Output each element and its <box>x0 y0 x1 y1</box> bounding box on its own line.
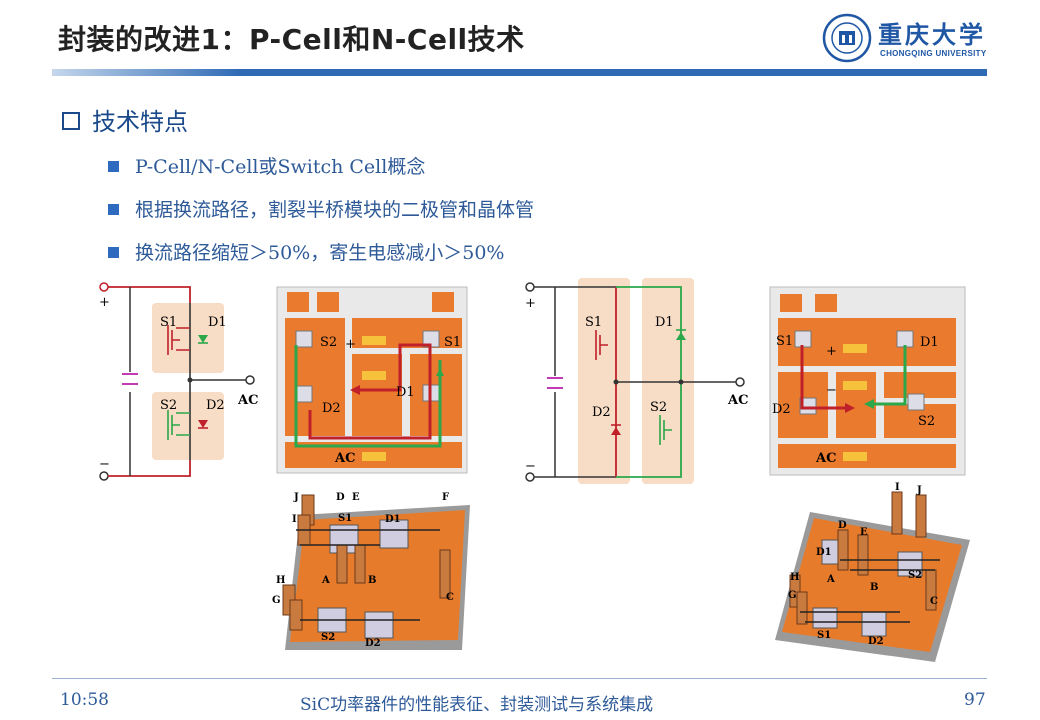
bullet-1: P-Cell/N-Cell或Switch Cell概念 <box>108 152 425 179</box>
right-d2-label: D2 <box>592 405 611 420</box>
section-heading: 技术特点 <box>62 102 188 137</box>
right-schematic: + − S1 D1 D2 S2 AC <box>525 278 748 484</box>
square-bullet-icon <box>108 247 119 258</box>
3d-s2: S2 <box>321 632 335 643</box>
3d-h: H <box>276 575 285 586</box>
3d-d1: D1 <box>385 514 401 525</box>
left-3d-module: J I D E F S1 D1 A B C H G S2 D2 <box>272 492 470 650</box>
right-s2-label: S2 <box>650 400 667 415</box>
3d-c: C <box>446 592 454 603</box>
r3d-d2: D2 <box>868 636 884 647</box>
rlayout-d2-label: D2 <box>772 402 791 417</box>
right-s1-label: S1 <box>585 315 602 330</box>
3d-d2: D2 <box>365 638 381 649</box>
footer-title: SiC功率器件的性能表征、封装测试与系统集成 <box>300 695 654 715</box>
layout-ac-label: AC <box>334 451 355 466</box>
right-3d-module: I J D E D1 S2 A B C H G S1 D2 <box>775 482 970 662</box>
r3d-d: D <box>838 520 847 531</box>
bullet-2: 根据换流路径，割裂半桥模块的二极管和晶体管 <box>108 195 534 222</box>
r3d-j: J <box>916 485 922 496</box>
right-plus-label: + <box>525 296 536 311</box>
r3d-s2: S2 <box>908 570 922 581</box>
r3d-g: G <box>788 590 797 601</box>
r3d-s1: S1 <box>817 630 831 641</box>
left-s1-label: S1 <box>160 315 177 330</box>
left-layout: S2 + S1 D1 D2 AC <box>276 286 468 474</box>
logo-subtitle: CHONGQING UNIVERSITY <box>880 49 987 58</box>
rlayout-plus-label: + <box>826 344 837 359</box>
rlayout-minus-label: − <box>826 383 837 398</box>
left-ac-label: AC <box>237 393 258 408</box>
square-bullet-icon <box>108 161 119 172</box>
layout-d1-label: D1 <box>396 385 415 400</box>
right-ac-label: AC <box>727 393 748 408</box>
3d-j: J <box>293 492 299 503</box>
university-seal-icon <box>822 13 872 63</box>
left-d2-label: D2 <box>206 398 225 413</box>
bullet-3-text: 换流路径缩短＞50%，寄生电感减小＞50% <box>135 242 505 264</box>
left-minus-label: − <box>99 457 110 472</box>
r3d-h: H <box>790 572 799 583</box>
r3d-c: C <box>930 596 938 607</box>
slide-title: 封装的改进1：P-Cell和N-Cell技术 <box>58 23 525 56</box>
r3d-i: I <box>895 482 900 493</box>
footer-time: 10:58 <box>60 690 109 710</box>
layout-s2-label: S2 <box>320 335 337 350</box>
right-minus-label: − <box>525 459 536 474</box>
checkbox-icon <box>62 112 80 130</box>
footer-rule <box>52 678 987 679</box>
bullet-3: 换流路径缩短＞50%，寄生电感减小＞50% <box>108 238 504 265</box>
3d-g: G <box>272 595 281 606</box>
r3d-b: B <box>870 582 878 593</box>
r3d-e: E <box>860 527 868 538</box>
left-plus-label: + <box>99 295 110 310</box>
3d-i: I <box>292 514 297 525</box>
left-d1-label: D1 <box>208 315 227 330</box>
3d-e: E <box>352 492 360 503</box>
section-heading-text: 技术特点 <box>92 108 188 136</box>
square-bullet-icon <box>108 204 119 215</box>
right-layout: S1 + D1 − D2 S2 AC <box>769 286 966 476</box>
logo-name: 重庆大学 <box>878 20 986 49</box>
rlayout-s2-label: S2 <box>918 414 935 429</box>
university-logo: 重庆大学 CHONGQING UNIVERSITY <box>822 13 992 63</box>
3d-a: A <box>321 575 330 586</box>
layout-plus-label: + <box>345 337 356 352</box>
3d-f: F <box>442 492 449 503</box>
bullet-1-text: P-Cell/N-Cell或Switch Cell概念 <box>135 156 426 178</box>
bullet-2-text: 根据换流路径，割裂半桥模块的二极管和晶体管 <box>135 199 535 221</box>
left-s2-label: S2 <box>160 398 177 413</box>
r3d-a: A <box>826 574 835 585</box>
rlayout-ac-label: AC <box>815 451 836 466</box>
layout-s1-label: S1 <box>444 335 461 350</box>
page-number: 97 <box>964 690 986 710</box>
rlayout-s1-label: S1 <box>776 334 793 349</box>
r3d-d1: D1 <box>816 547 832 558</box>
rlayout-d1-label: D1 <box>920 335 939 350</box>
3d-b: B <box>368 575 376 586</box>
layout-d2-label: D2 <box>322 401 341 416</box>
3d-s1: S1 <box>338 513 352 524</box>
left-schematic: + − S1 D1 S2 D2 AC <box>99 282 258 481</box>
right-d1-label: D1 <box>655 315 674 330</box>
3d-d: D <box>336 492 345 503</box>
title-rule <box>52 69 987 76</box>
